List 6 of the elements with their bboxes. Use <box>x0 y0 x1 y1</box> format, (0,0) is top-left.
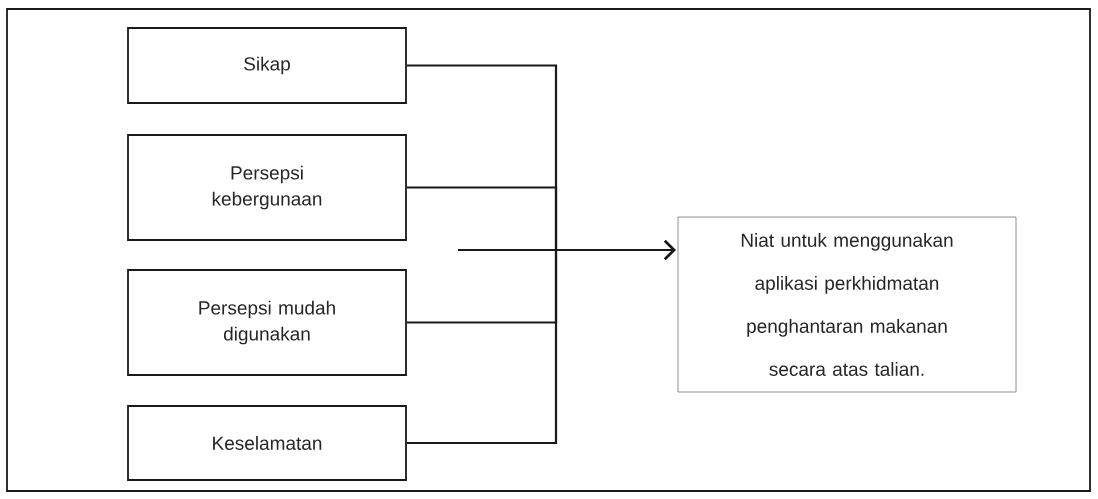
factor-box: Keselamatan <box>127 405 407 481</box>
factor-box: Persepsi kebergunaan <box>127 134 407 241</box>
factor-box: Sikap <box>127 27 407 104</box>
result-box: Niat untuk menggunakan aplikasi perkhidmatan penghantaran makanan secara atas talian. <box>677 216 1017 393</box>
connector-arrow <box>406 240 676 445</box>
factor-box: Persepsi mudah digunakan <box>127 269 407 376</box>
